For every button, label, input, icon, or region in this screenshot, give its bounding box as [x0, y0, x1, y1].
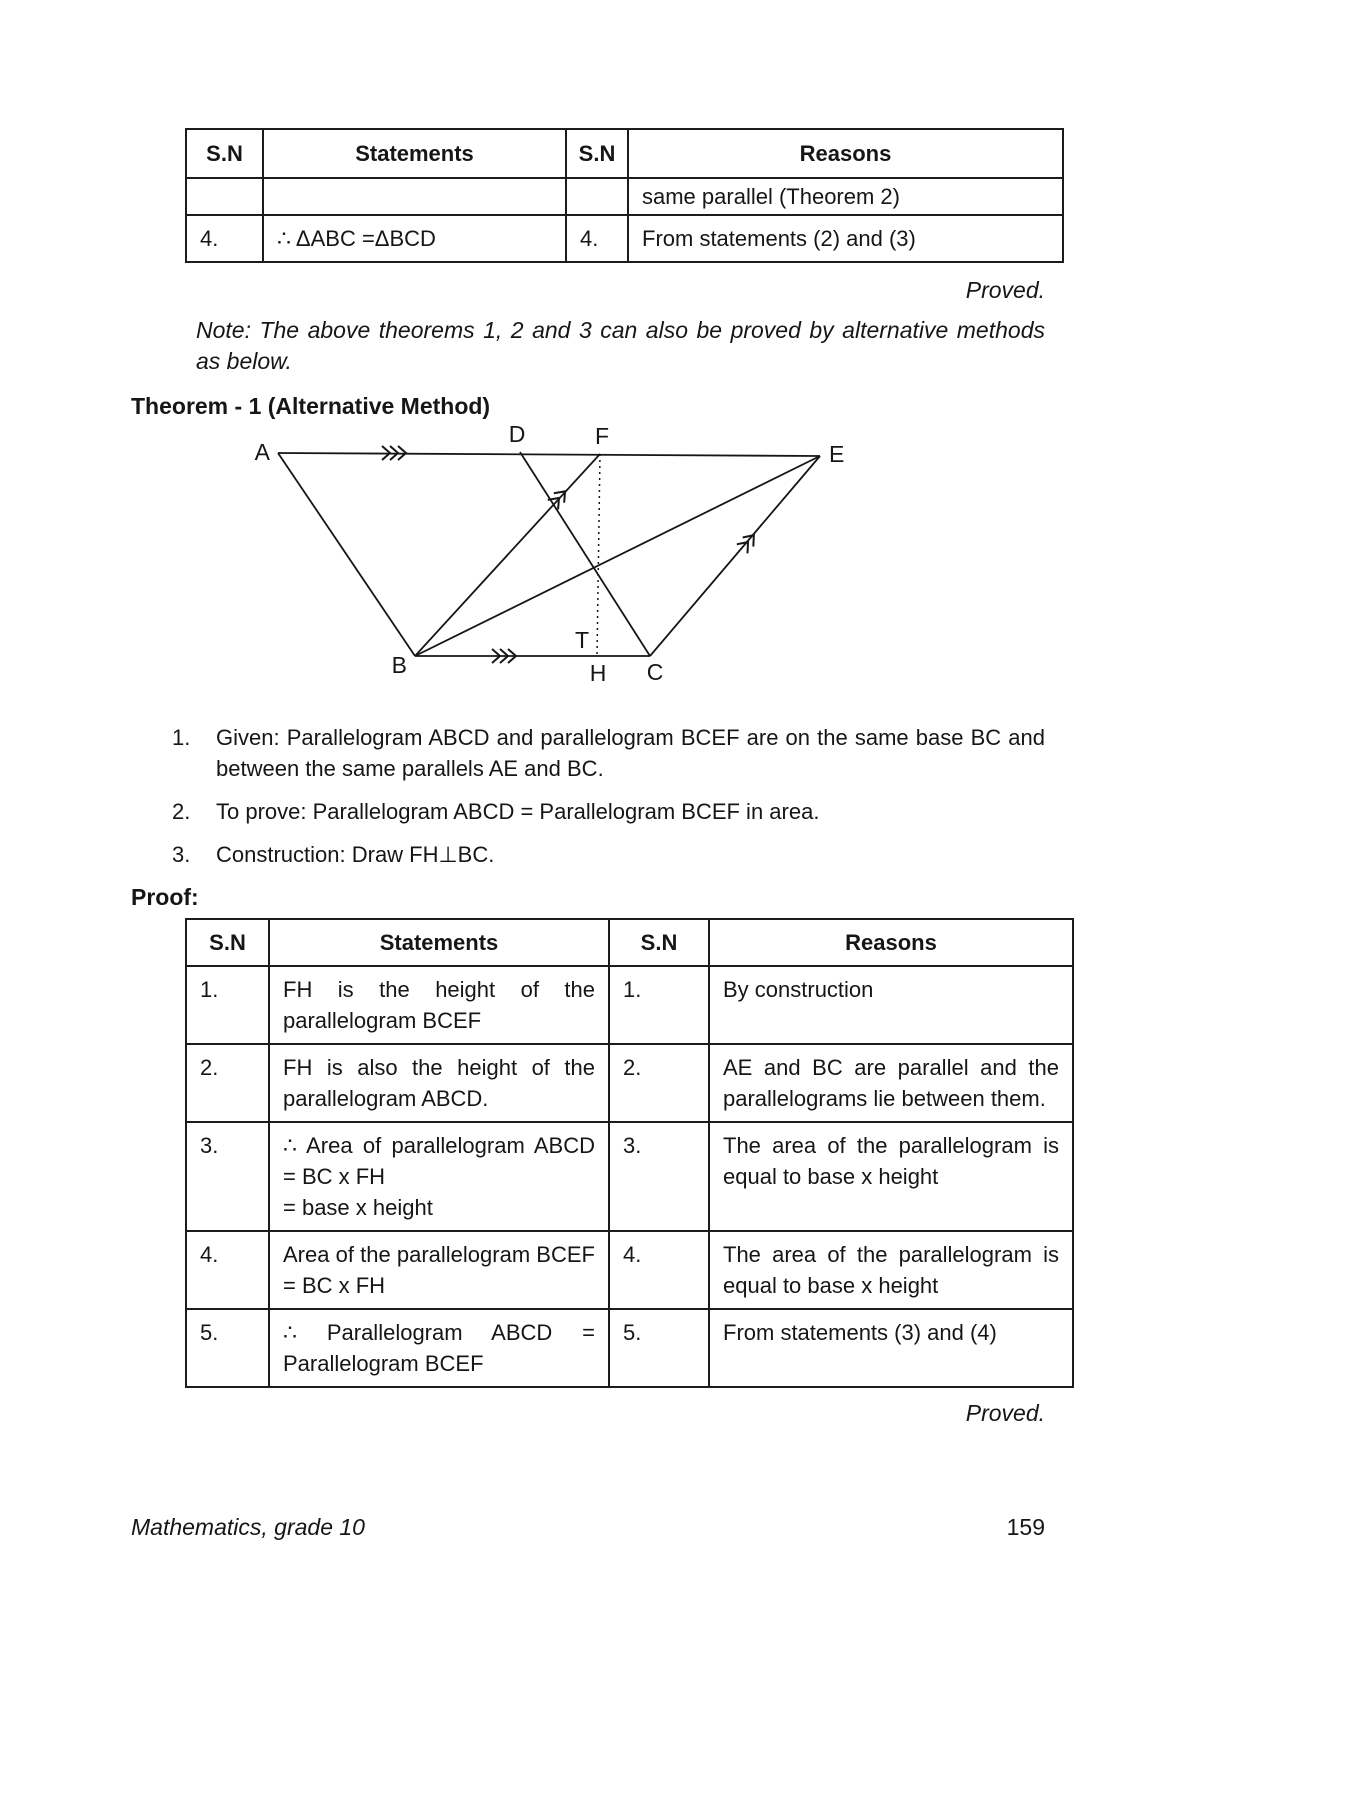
statement-cell: ∴ Parallelogram ABCD = Parallelogram BCE… — [268, 1308, 610, 1388]
statement-cell — [262, 177, 567, 216]
list-item-given: 1. Given: Parallelogram ABCD and paralle… — [172, 722, 1045, 784]
vertex-label-t: T — [575, 627, 589, 653]
continuation-proof-table: S.N Statements S.N Reasons same parallel… — [185, 128, 1064, 263]
list-number: 2. — [172, 799, 191, 824]
table-row: 3. ∴ Area of parallelogram ABCD = BC x F… — [185, 1121, 1074, 1232]
vertex-label-c: C — [647, 659, 664, 685]
col-header-reasons: Reasons — [627, 128, 1064, 179]
table-row: same parallel (Theorem 2) — [185, 177, 1064, 216]
page-content: S.N Statements S.N Reasons same parallel… — [131, 0, 1074, 1428]
table-header-row: S.N Statements S.N Reasons — [185, 128, 1064, 179]
proof-table: S.N Statements S.N Reasons 1. FH is the … — [185, 918, 1074, 1388]
reason-cell: The area of the parallelogram is equal t… — [708, 1230, 1074, 1310]
note-paragraph: Note: The above theorems 1, 2 and 3 can … — [196, 317, 1045, 374]
table-row: 4. Area of the parallelogram BCEF = BC x… — [185, 1230, 1074, 1310]
list-text: Construction: Draw FH⊥BC. — [216, 842, 495, 867]
vertex-label-d: D — [509, 423, 526, 447]
col-header-sn-1: S.N — [185, 918, 270, 967]
statement-cell: Area of the parallelogram BCEF = BC x FH — [268, 1230, 610, 1310]
table-header-row: S.N Statements S.N Reasons — [185, 918, 1074, 967]
list-number: 3. — [172, 842, 191, 867]
reason-number: 2. — [608, 1043, 710, 1123]
line-AB — [277, 452, 416, 657]
reason-number: 5. — [608, 1308, 710, 1388]
reason-cell: The area of the parallelogram is equal t… — [708, 1121, 1074, 1232]
parallel-mark-CE-icon — [736, 533, 755, 554]
reason-number: 4. — [608, 1230, 710, 1310]
page-footer: Mathematics, grade 10 159 — [131, 1512, 1045, 1542]
reason-cell: AE and BC are parallel and the parallelo… — [708, 1043, 1074, 1123]
statement-number: 3. — [185, 1121, 270, 1232]
statement-cell: ∴ ΔABC =ΔBCD — [262, 214, 567, 263]
line-FB — [414, 453, 601, 657]
reason-cell: From statements (3) and (4) — [708, 1308, 1074, 1388]
table-row: 2. FH is also the height of the parallel… — [185, 1043, 1074, 1123]
col-header-sn-2: S.N — [565, 128, 629, 179]
statement-number: 1. — [185, 965, 270, 1045]
table-row: 4. ∴ ΔABC =ΔBCD 4. From statements (2) a… — [185, 214, 1064, 263]
reason-number — [565, 177, 629, 216]
col-header-statements: Statements — [262, 128, 567, 179]
parallel-mark-FB-icon — [547, 490, 567, 510]
col-header-reasons: Reasons — [708, 918, 1074, 967]
reason-cell: From statements (2) and (3) — [627, 214, 1064, 263]
line-CE — [649, 455, 821, 657]
footer-book-title: Mathematics, grade 10 — [131, 1514, 365, 1540]
line-BE — [414, 455, 821, 657]
geometry-diagram: A D F E B T H C — [185, 423, 885, 708]
proved-note-top: Proved. — [965, 277, 1045, 303]
vertex-label-h: H — [590, 660, 607, 686]
parallel-mark-BC-icon — [491, 648, 518, 664]
statement-number: 2. — [185, 1043, 270, 1123]
proved-note-bottom: Proved. — [965, 1400, 1045, 1426]
list-number: 1. — [172, 725, 191, 750]
statement-cell: ∴ Area of parallelogram ABCD = BC x FH =… — [268, 1121, 610, 1232]
line-FH-dotted — [596, 453, 601, 657]
parallel-mark-AE-icon — [381, 445, 408, 461]
vertex-label-a: A — [255, 439, 271, 465]
proof-label: Proof: — [131, 884, 199, 910]
vertex-label-b: B — [392, 652, 407, 678]
list-item-construction: 3. Construction: Draw FH⊥BC. — [172, 839, 1045, 870]
col-header-sn-1: S.N — [185, 128, 264, 179]
table-row: 5. ∴ Parallelogram ABCD = Parallelogram … — [185, 1308, 1074, 1388]
statement-number: 5. — [185, 1308, 270, 1388]
vertex-label-e: E — [829, 441, 844, 467]
reason-cell: By construction — [708, 965, 1074, 1045]
reason-number: 3. — [608, 1121, 710, 1232]
statement-number — [185, 177, 264, 216]
line-DC — [519, 451, 651, 657]
list-item-to-prove: 2. To prove: Parallelogram ABCD = Parall… — [172, 796, 1045, 827]
statement-cell: FH is the height of the parallelogram BC… — [268, 965, 610, 1045]
footer-page-number: 159 — [1006, 1514, 1045, 1540]
reason-number: 4. — [565, 214, 629, 263]
list-text: Given: Parallelogram ABCD and parallelog… — [216, 725, 1045, 781]
line-AE — [277, 452, 821, 457]
given-list: 1. Given: Parallelogram ABCD and paralle… — [172, 722, 1045, 870]
col-header-statements: Statements — [268, 918, 610, 967]
list-text: To prove: Parallelogram ABCD = Parallelo… — [216, 799, 820, 824]
statement-number: 4. — [185, 1230, 270, 1310]
reason-cell: same parallel (Theorem 2) — [627, 177, 1064, 216]
reason-number: 1. — [608, 965, 710, 1045]
diagram-svg: A D F E B T H C — [255, 423, 845, 686]
col-header-sn-2: S.N — [608, 918, 710, 967]
statement-cell: FH is also the height of the parallelogr… — [268, 1043, 610, 1123]
table-row: 1. FH is the height of the parallelogram… — [185, 965, 1074, 1045]
vertex-label-f: F — [595, 423, 609, 449]
theorem-heading: Theorem - 1 (Alternative Method) — [131, 393, 491, 419]
statement-number: 4. — [185, 214, 264, 263]
